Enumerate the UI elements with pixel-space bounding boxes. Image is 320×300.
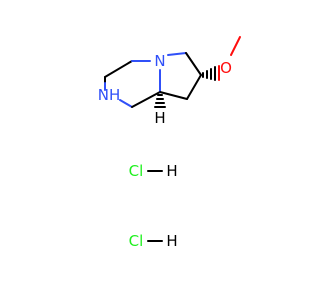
atom-o: O (220, 59, 232, 77)
atom-n-ring: N (154, 52, 165, 70)
bond-nh-c4 (119, 99, 133, 108)
atom-cl-2: Cl (129, 232, 144, 250)
atom-h-2: H (166, 232, 177, 250)
atom-nh: NH (98, 86, 121, 104)
bond-c7-c8a (159, 91, 188, 100)
bond-c4-c8a (131, 91, 161, 108)
hcl-salt-1: Cl H (129, 162, 178, 180)
hcl-salt-2: Cl H (129, 232, 178, 250)
bond-n-c5 (167, 52, 187, 56)
structure-diagram: N NH H O Cl H Cl H (98, 36, 241, 250)
atom-cl-1: Cl (129, 162, 144, 180)
hashed-bond-c6-o (202, 65, 220, 81)
bond-c5-c6 (185, 52, 202, 76)
bond-o-ch3 (230, 36, 241, 56)
atom-h-stereo: H (154, 109, 165, 127)
bond-c6-c7 (186, 74, 202, 100)
atom-h-1: H (166, 162, 177, 180)
hashed-bond-c8a-h (154, 94, 166, 108)
bond-c1-c2 (104, 60, 133, 78)
